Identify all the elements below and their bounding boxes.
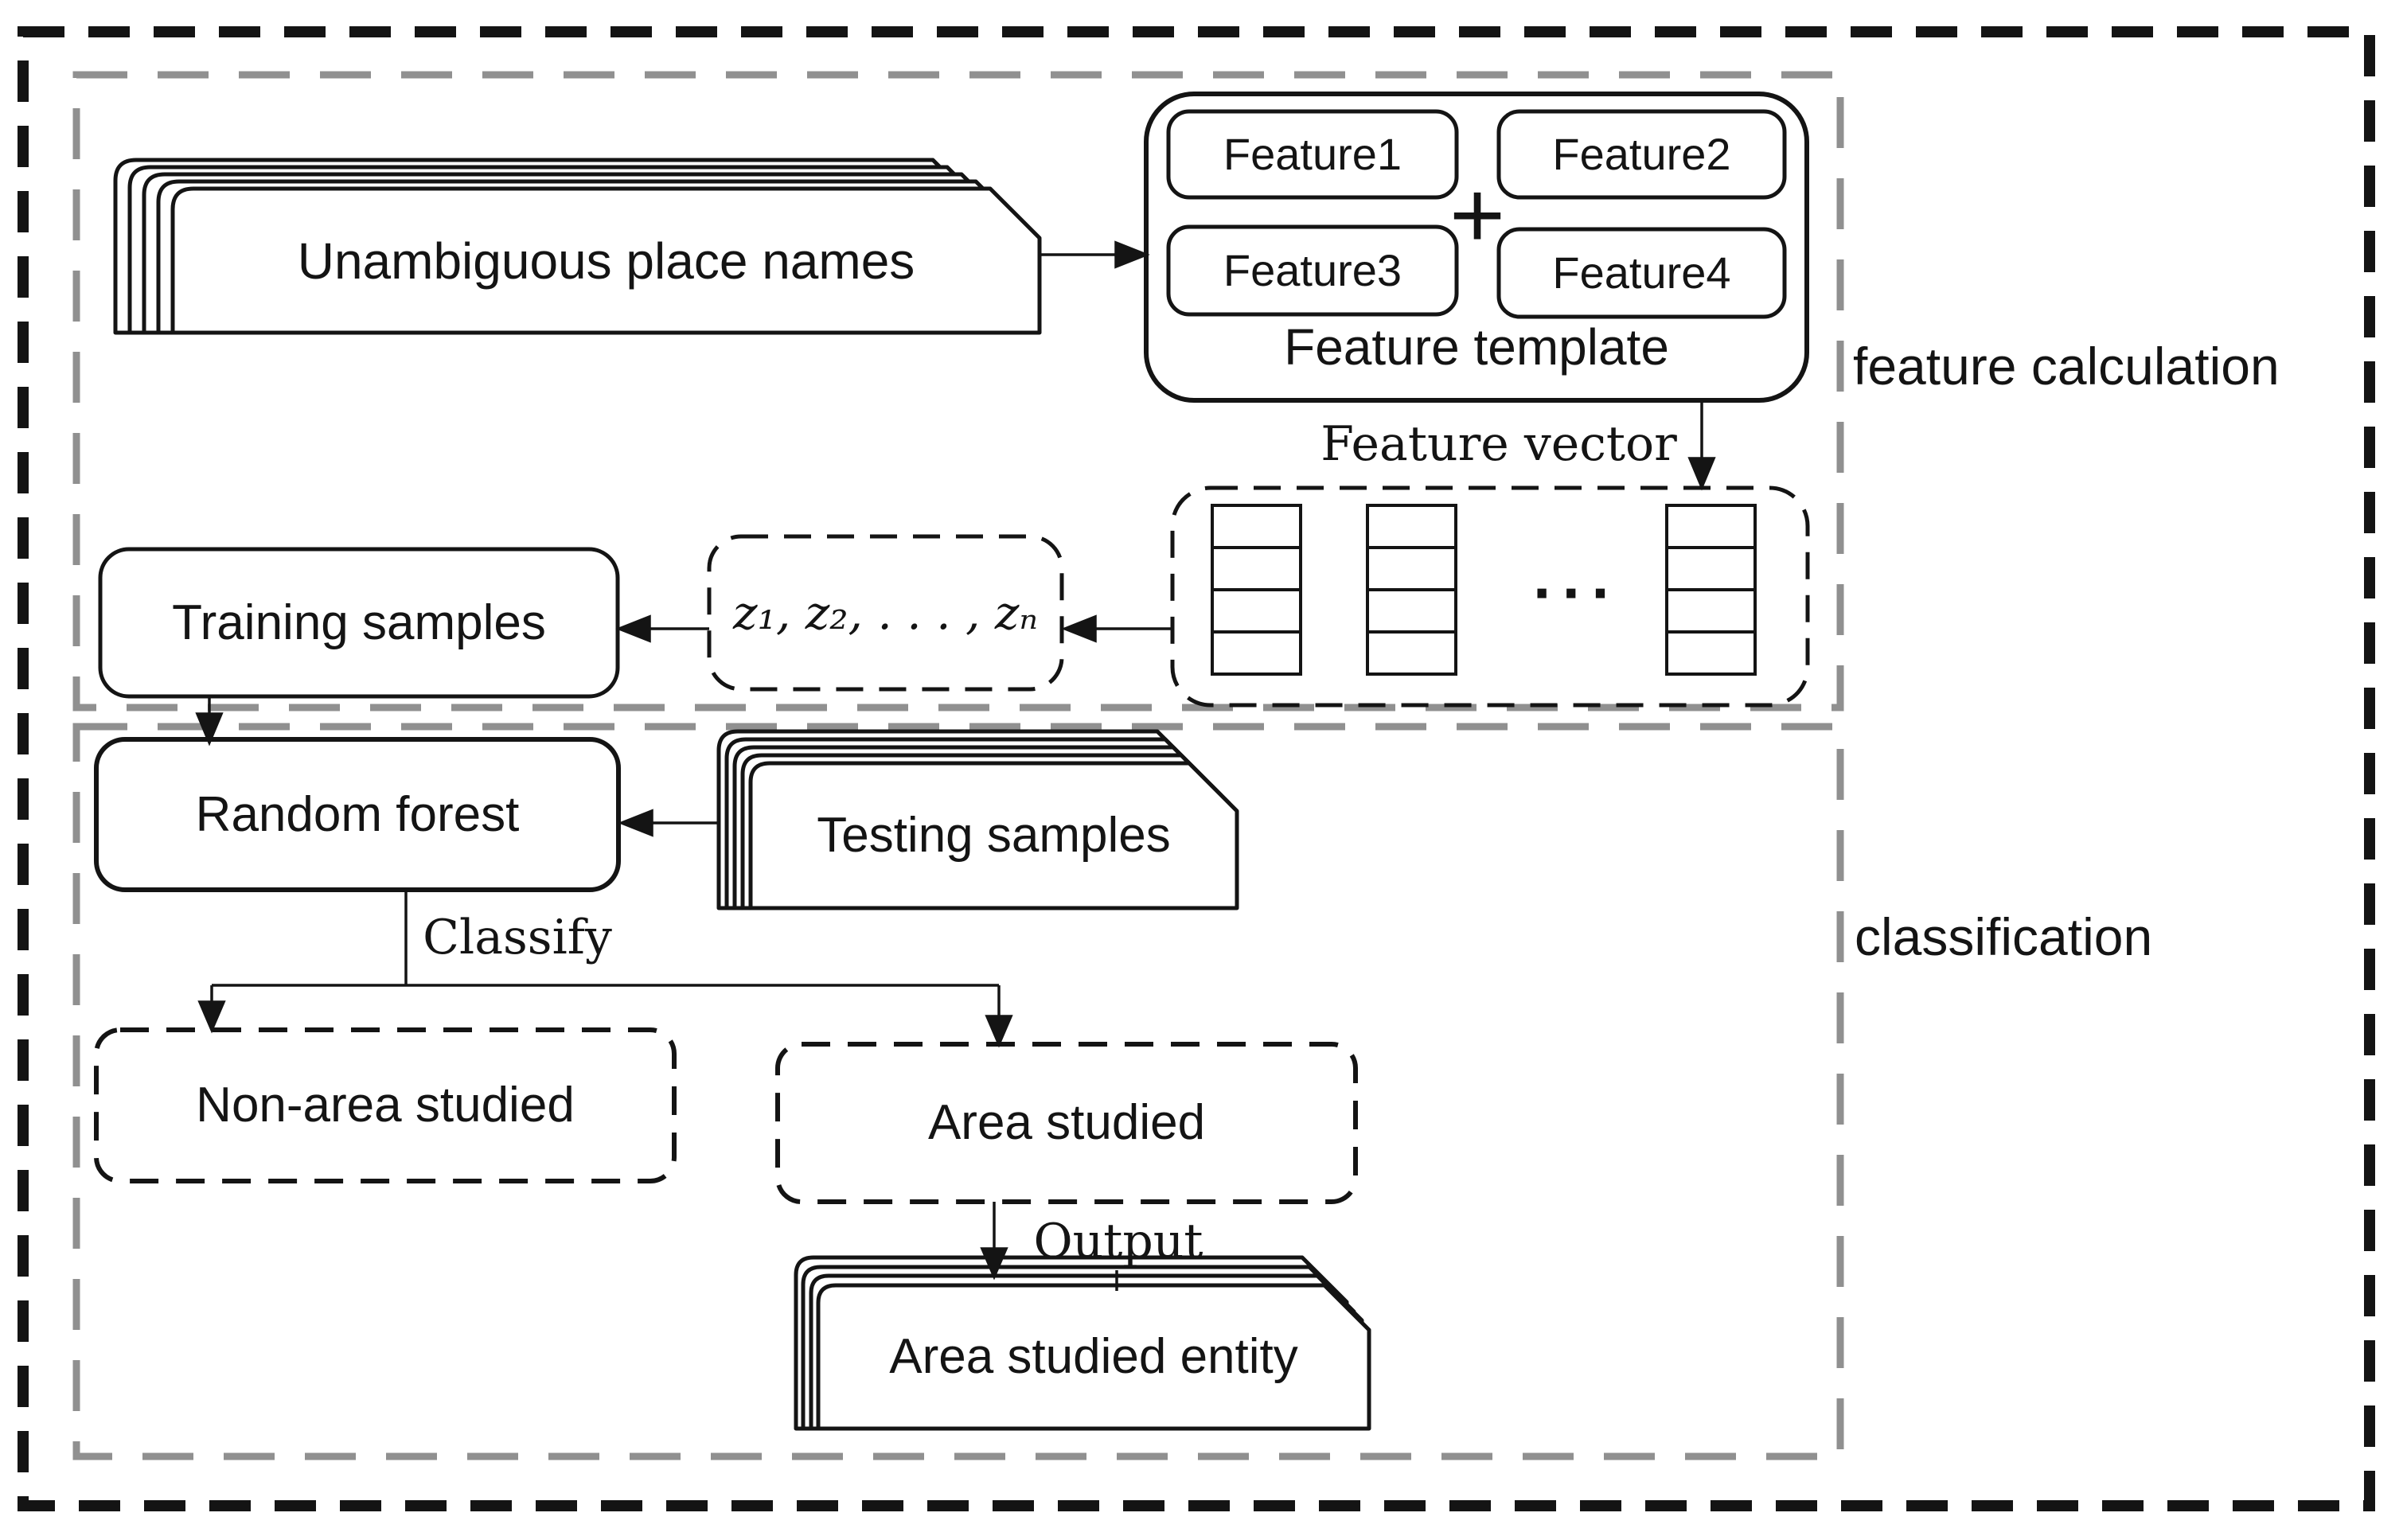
area-studied-entity-stack [794, 1255, 1371, 1431]
classification-section-box [72, 723, 1844, 1460]
feature-vector-ellipsis: ··· [1533, 557, 1621, 628]
arrowhead-right-icon [1114, 240, 1150, 269]
classify-edge-label: Classify [423, 910, 612, 965]
non-area-studied-box [94, 1027, 677, 1183]
feature1-label: Feature1 [1223, 129, 1402, 179]
feature-calculation-section-box [72, 71, 1844, 712]
testing-samples-stack [716, 729, 1239, 910]
z-sequence-label: z₁, z₂, . . . , zₙ [733, 586, 1038, 640]
arrowhead-down-icon [985, 1015, 1013, 1048]
connector-lines [195, 240, 1716, 1291]
unambiguous-place-names-label: Unambiguous place names [297, 232, 915, 290]
random-forest-label: Random forest [195, 786, 520, 842]
classification-section-label: classification [1855, 907, 2153, 966]
feature-vector-box [1170, 485, 1810, 708]
training-samples-label: Training samples [172, 595, 546, 650]
random-forest-box [94, 737, 621, 892]
training-samples-box [98, 547, 620, 699]
z-sequence-box [707, 534, 1064, 692]
feature-calculation-section-label: feature calculation [1853, 337, 2280, 396]
arrowhead-down-icon [197, 1000, 226, 1034]
arrowhead-down-icon [980, 1247, 1008, 1281]
arrowhead-left-icon [615, 614, 651, 643]
outer-dashed-border [18, 26, 2375, 1511]
unambiguous-place-names-stack [113, 158, 1042, 335]
feature1-box [1166, 109, 1459, 200]
feature-vector-label: Feature vector [1320, 416, 1677, 472]
feature-plus-sign: + [1449, 162, 1506, 268]
arrowhead-left-icon [618, 809, 653, 837]
arrowhead-left-icon [1061, 614, 1097, 643]
feature4-box [1496, 227, 1787, 319]
feature3-box [1166, 224, 1459, 317]
non-area-studied-label: Non-area studied [196, 1078, 575, 1133]
feature2-label: Feature2 [1552, 129, 1731, 179]
feature4-label: Feature4 [1552, 248, 1731, 298]
feature-template-label: Feature template [1284, 318, 1669, 376]
arrowhead-down-icon [1687, 457, 1716, 491]
area-studied-label: Area studied [927, 1095, 1206, 1150]
arrowhead-down-icon [195, 712, 224, 747]
feature-vector-columns [1211, 504, 1757, 676]
feature3-label: Feature3 [1223, 245, 1402, 295]
feature2-box [1496, 109, 1787, 200]
area-studied-box [775, 1042, 1358, 1204]
testing-samples-label: Testing samples [817, 808, 1171, 863]
output-edge-label: Output [1033, 1214, 1203, 1269]
area-studied-entity-label: Area studied entity [889, 1329, 1298, 1384]
